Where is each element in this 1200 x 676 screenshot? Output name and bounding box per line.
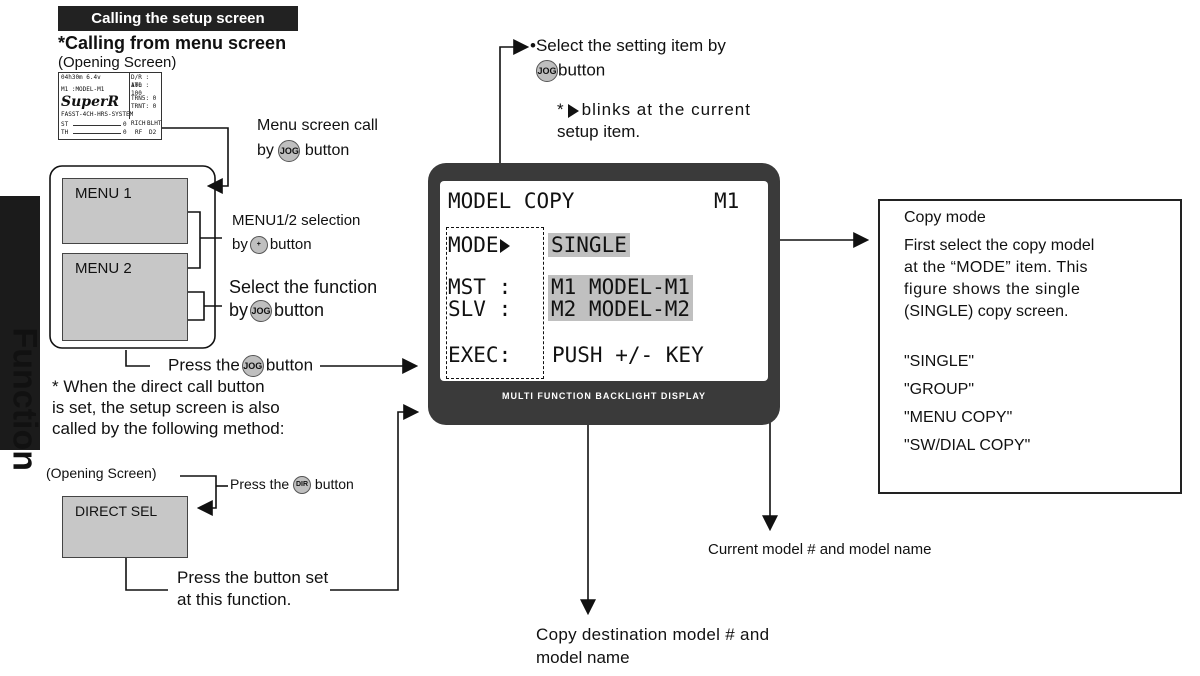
cursor-triangle-icon (568, 104, 579, 118)
press-dir-label: Press the DIR button (230, 476, 354, 494)
lcd-items-dashed-frame (446, 227, 544, 379)
copy-option: "MENU COPY" (904, 409, 1012, 427)
dir-button-icon: DIR (293, 476, 311, 494)
button-word: button (315, 476, 354, 492)
copy-mode-desc: First select the copy model (904, 237, 1094, 255)
lcd-mst-value: M1 MODEL-M1 (548, 275, 693, 299)
lcd-mode-value: SINGLE (548, 233, 630, 257)
opening-screen-thumbnail: 04h30m 6.4v M1 :MODEL-M1 SuperR FASST-4C… (58, 72, 162, 140)
mini-line: BLHT (147, 120, 161, 128)
jog-button-icon: JOG (250, 300, 272, 322)
mini-line: TRN5: 0 (131, 95, 156, 103)
mini-line: 04h30m 6.4v (61, 74, 101, 82)
copy-destination-caption-2: model name (536, 648, 630, 668)
lcd-display: MODEL COPY M1 MODE SINGLE MST : M1 MODEL… (428, 163, 780, 425)
mini-divider (129, 73, 130, 119)
lcd-bezel-label: MULTI FUNCTION BACKLIGHT DISPLAY (428, 391, 780, 401)
by-word: by (257, 142, 274, 159)
jog-button-icon: JOG (242, 355, 264, 377)
menu-selection-by: by+button (232, 236, 312, 254)
direct-note-2: is set, the setup screen is also (52, 398, 280, 418)
copy-destination-caption-1: Copy destination model # and (536, 625, 769, 645)
superr-logo: SuperR (61, 95, 119, 109)
copy-option: "SINGLE" (904, 353, 974, 371)
mini-line: TRNT: 0 (131, 103, 156, 111)
press-the-word: Press the (168, 355, 240, 374)
copy-mode-title: Copy mode (904, 209, 986, 227)
menu-selection-label: MENU1/2 selection (232, 212, 360, 229)
select-setting-by: JOGbutton (536, 60, 605, 82)
menu1-screen: MENU 1 (62, 178, 188, 244)
direct-note-1: * When the direct call button (52, 377, 265, 397)
opening-screen-label-2: (Opening Screen) (46, 465, 157, 481)
button-word: button (266, 355, 313, 374)
jog-button-icon: JOG (536, 60, 558, 82)
menu2-screen: MENU 2 (62, 253, 188, 341)
lcd-slv-value: M2 MODEL-M2 (548, 297, 693, 321)
mini-line: 0 (123, 121, 127, 129)
direct-note-3: called by the following method: (52, 419, 284, 439)
by-word: by (229, 300, 248, 320)
mini-line: RF (135, 129, 142, 137)
button-word: button (274, 300, 324, 320)
mini-line: 0 (123, 129, 127, 137)
button-word: button (558, 60, 605, 79)
mini-line: RICH (131, 120, 145, 128)
lcd-exec-value: PUSH +/- KEY (552, 343, 704, 367)
press-button-set-2: at this function. (177, 590, 291, 610)
jog-button-icon: JOG (278, 140, 300, 162)
mini-line: D2 (149, 129, 156, 137)
opening-screen-label: (Opening Screen) (58, 54, 176, 71)
menu2-label: MENU 2 (75, 260, 132, 277)
menu-screen-call-label: Menu screen call (257, 117, 378, 135)
current-model-caption: Current model # and model name (708, 541, 931, 558)
press-button-set-1: Press the button set (177, 568, 328, 588)
by-word: by (232, 236, 248, 253)
copy-option: "GROUP" (904, 381, 974, 399)
lcd-screen: MODEL COPY M1 MODE SINGLE MST : M1 MODEL… (440, 181, 768, 381)
mini-line: TH (61, 129, 68, 137)
menu1-label: MENU 1 (75, 185, 132, 202)
select-setting-label: •Select the setting item by (530, 36, 726, 56)
blink-text: blinks at the current (582, 100, 751, 119)
mini-trim-bar (73, 133, 121, 134)
mini-trim-bar (73, 125, 121, 126)
lcd-title: MODEL COPY (448, 189, 574, 213)
copy-mode-desc: (SINGLE) copy screen. (904, 303, 1069, 321)
copy-mode-desc: at the “MODE” item. This (904, 259, 1088, 277)
mini-line: M1 :MODEL-M1 (61, 86, 104, 94)
menu-call-title: *Calling from menu screen (58, 33, 286, 54)
button-word: button (270, 236, 312, 253)
direct-sel-label: DIRECT SEL (75, 503, 157, 519)
mini-line: FASST-4CH-HRS-SYSTEM (61, 111, 133, 119)
menu-screen-call-by: by JOG button (257, 140, 349, 162)
direct-sel-screen: DIRECT SEL (62, 496, 188, 558)
copy-mode-box: Copy mode First select the copy model at… (878, 199, 1182, 494)
copy-option: "SW/DIAL COPY" (904, 437, 1030, 455)
copy-mode-desc: figure shows the single (904, 281, 1081, 299)
blink-note-2: setup item. (557, 122, 640, 142)
mini-line: ST (61, 121, 68, 129)
select-function-label: Select the function (229, 277, 377, 298)
asterisk: * (557, 100, 565, 119)
lcd-model-number: M1 (714, 189, 739, 213)
plus-button-icon: + (250, 236, 268, 254)
press-the-word: Press the (230, 476, 289, 492)
blink-note: * blinks at the current (557, 100, 751, 120)
button-word: button (305, 142, 349, 159)
